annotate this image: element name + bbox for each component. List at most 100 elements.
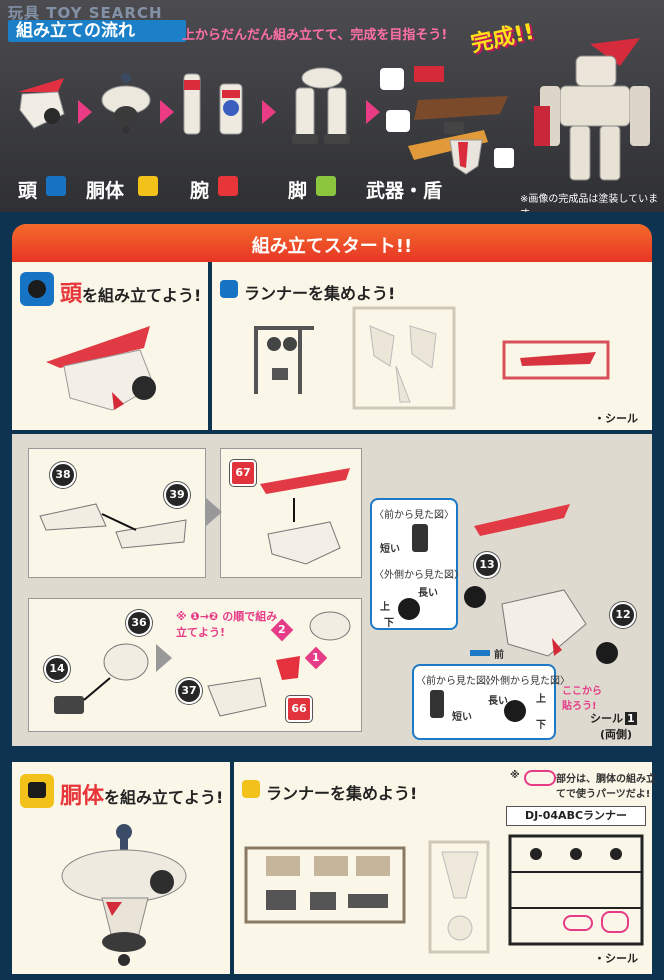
head-section-heading: 頭を組み立てよう! [60,276,201,308]
head-seal-label: ・シール [594,412,638,425]
category-arms-label: 腕 [190,180,210,202]
part-67-figure [254,464,358,574]
hand-icon [386,110,410,132]
torso-part-figure [98,70,156,136]
head-inner-assembly-figure [200,606,356,724]
both-sides-label: (両側) [600,728,633,741]
parts-38-39-figure [36,486,196,556]
start-bar [12,224,652,262]
part-38-badge: 38 [50,462,76,488]
front-view-disc-icon [412,524,428,552]
parts-36-14-figure [46,622,166,722]
red-runner-figure [500,336,612,384]
head-assembled-figure [40,322,170,412]
white-body-runner-figure [426,838,492,958]
white-runner-figure [350,306,460,412]
seal-1-text: シール [590,712,623,725]
part-37-badge: 37 [176,678,202,704]
view-side-label: 〈外側から見た図〉 [374,570,464,581]
long-label-lower: 長い [488,696,508,707]
body-heading-rest: を組み立てよう! [104,788,224,807]
category-legs-label: 脚 [288,180,308,202]
highlight-marker-icon [524,770,556,786]
category-torso-label: 胴体 [86,180,125,202]
body-heading-accent: 胴体 [60,784,105,809]
banner-title: 組み立ての流れ [8,20,186,42]
down-label-upper: 下 [384,618,394,629]
head-shell-figure [494,574,604,664]
view-front-label: 〈前から見た図〉 [374,510,454,521]
body-seal-label: ・シール [594,952,638,965]
start-title: 組み立てスタート!! [251,236,413,257]
body-note-prefix: ※ [510,770,520,781]
category-weapons-label: 武器・盾 [366,180,443,202]
head-crest-figure [470,500,580,540]
part-39-badge: 39 [164,482,190,508]
long-label-upper: 長い [418,588,438,599]
side-view-disc-lower-icon [504,700,526,722]
front-direction-arrow-icon [470,650,490,656]
up-label-lower: 上 [536,694,546,705]
step-chevron-icon [156,644,172,672]
flow-arrow-icon [78,100,92,124]
head-heading-rest: を組み立てよう! [82,286,202,305]
body-runner-panel [234,762,652,974]
body-runner-icon [242,780,260,798]
front-view-disc-lower-icon [430,690,444,718]
torso-glyph-icon [28,782,46,798]
view-front-label-lower: 〈前から見た図〉 [416,676,496,687]
flow-arrow-icon [262,100,276,124]
step-1-number: 1 [312,651,320,664]
step-2-number: 2 [278,623,286,636]
body-runner-heading: ランナーを集めよう! [266,784,418,803]
arms-part-figure [176,64,256,144]
side-view-disc-icon [398,598,420,620]
part-12-badge: 12 [610,602,636,628]
part-13-disc-icon [464,586,486,608]
runner-name-label: DJ-04ABCランナー [506,806,646,826]
torso-category-icon [138,176,158,196]
flow-arrow-icon [160,100,174,124]
watermark: 玩具 TOY SEARCH [8,4,163,22]
shield-figure [446,136,486,176]
hand-icon [380,68,404,90]
assembly-flow-banner: 玩具 TOY SEARCH 組み立ての流れ 上からだんだん組み立てて、完成を目指… [0,0,664,212]
grey-runner-figure [238,322,318,398]
dj-04abc-runner-figure [506,832,646,948]
head-glyph-icon [28,280,46,298]
view-side-label-lower: 〈外側から見た図〉 [480,676,570,687]
step-chevron-icon [206,498,222,526]
body-section-heading: 胴体を組み立てよう! [60,778,223,810]
brown-runner-figure [240,840,410,930]
seal-1-number: 1 [625,712,637,725]
body-note-text: 部分は、胴体の組み立てで使うパーツだよ! [556,774,656,800]
part-12-disc-icon [596,642,618,664]
painted-note: ※画像の完成品は塗装しています。 [520,194,659,212]
up-label-upper: 上 [380,602,390,613]
shield-category-icon [494,148,514,168]
torso-assembled-figure [52,818,192,968]
arms-category-icon [218,176,238,196]
head-part-figure [14,70,72,132]
completed-robot-figure [520,36,656,186]
part-14-badge: 14 [44,656,70,682]
head-runner-heading: ランナーを集めよう! [244,284,396,303]
weapons-figure [404,60,514,170]
order-note: ※ ❶→❷ の順で組み立てよう! [176,610,278,639]
part-13-badge: 13 [474,552,500,578]
part-66-badge: 66 [286,696,312,722]
part-67-badge: 67 [230,460,256,486]
short-label-lower: 短い [452,712,472,723]
head-category-icon [46,176,66,196]
paste-here-note: ここから貼ろう! [562,686,602,712]
legs-part-figure [282,62,362,148]
part-36-badge: 36 [126,610,152,636]
category-head-label: 頭 [18,180,38,202]
legs-category-icon [316,176,336,196]
head-runner-icon [220,280,238,298]
head-heading-accent: 頭 [60,282,83,307]
flow-arrow-icon [366,100,380,124]
front-label: 前 [494,650,504,661]
banner-subtitle: 上からだんだん組み立てて、完成を目指そう! [182,28,448,43]
